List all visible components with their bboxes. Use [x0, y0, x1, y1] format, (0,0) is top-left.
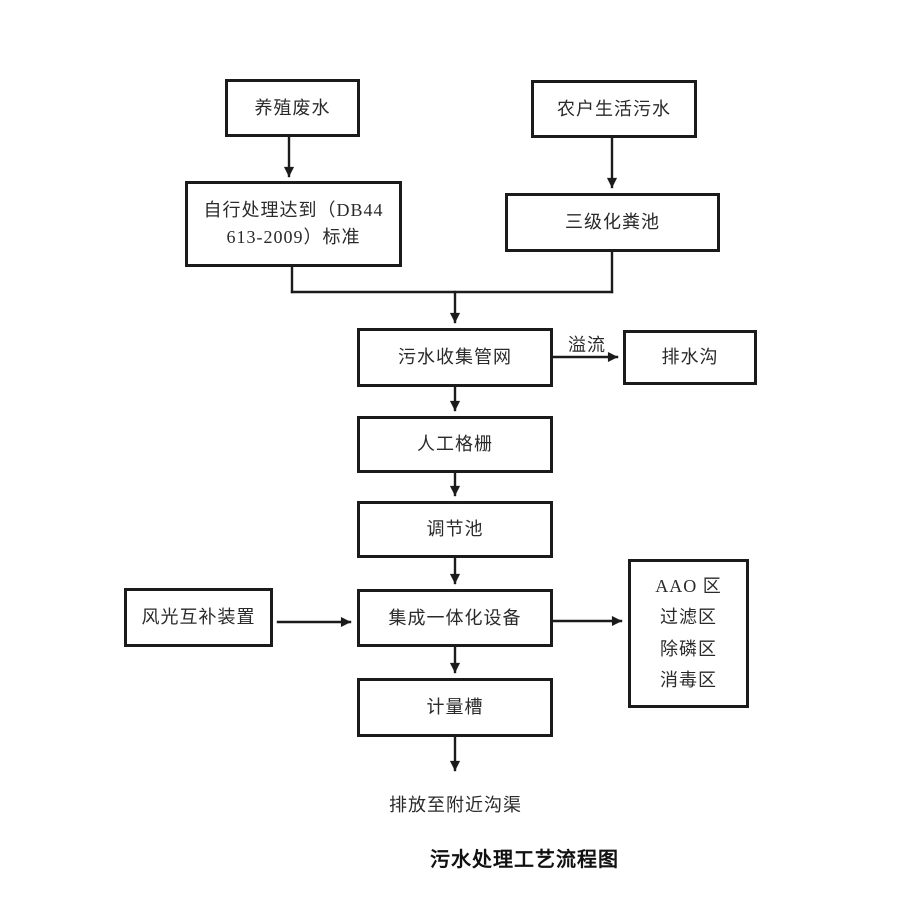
node-label: 风光互补装置: [141, 607, 256, 627]
node-regulating-tank: 调节池: [357, 501, 553, 558]
node-treatment-zones: AAO 区 过滤区 除磷区 消毒区: [628, 559, 749, 708]
zone-filter: 过滤区: [660, 607, 717, 628]
node-manual-grille: 人工格栅: [357, 416, 553, 473]
zone-phosphorus-removal: 除磷区: [660, 638, 717, 659]
node-metering-tank: 计量槽: [357, 678, 553, 737]
discharge-text: 排放至附近沟渠: [389, 795, 522, 815]
node-aquaculture-wastewater: 养殖废水: [225, 79, 360, 137]
node-household-sewage: 农户生活污水: [531, 80, 697, 138]
zone-disinfection: 消毒区: [660, 670, 717, 691]
node-label: 集成一体化设备: [388, 607, 522, 628]
node-drainage-ditch: 排水沟: [623, 330, 757, 385]
node-label: 计量槽: [426, 697, 484, 717]
node-wind-solar-device: 风光互补装置: [124, 588, 273, 647]
zone-aao: AAO 区: [655, 575, 722, 596]
node-integrated-equipment: 集成一体化设备: [357, 589, 553, 647]
node-label: 排水沟: [661, 347, 719, 367]
node-label: 人工格栅: [417, 434, 493, 454]
node-label: 三级化粪池: [565, 212, 660, 232]
diagram-caption: 污水处理工艺流程图: [430, 849, 619, 871]
node-label: 养殖废水: [254, 97, 331, 118]
overflow-edge-label: 溢流: [568, 335, 606, 355]
node-self-treatment-standard: 自行处理达到（DB44 613-2009）标准: [185, 181, 402, 267]
node-label: 调节池: [426, 519, 484, 539]
node-label-line1: 自行处理达到（DB44: [203, 200, 384, 220]
node-label-line2: 613-2009）标准: [226, 227, 361, 247]
node-label: 污水收集管网: [398, 347, 512, 367]
node-sewage-collection-network: 污水收集管网: [357, 328, 553, 387]
node-septic-tank: 三级化粪池: [505, 193, 720, 252]
node-label: 农户生活污水: [557, 98, 671, 119]
